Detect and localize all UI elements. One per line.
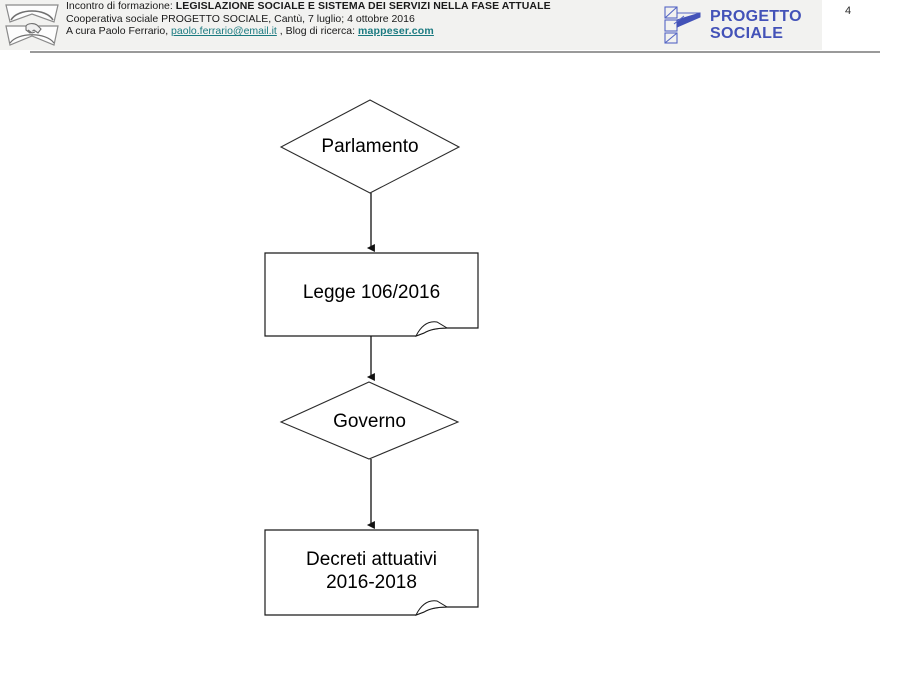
flowchart-canvas [264,99,479,616]
node-governo-diamond[interactable] [279,381,460,460]
header-text-block: Incontro di formazione: LEGISLAZIONE SOC… [66,0,636,38]
node-legge-document[interactable] [264,252,479,337]
header-divider-rule [30,51,880,53]
logo-wordmark: PROGETTO SOCIALE [710,8,802,42]
email-link[interactable]: paolo.ferrario@email.it [171,25,277,37]
header-author-line: A cura Paolo Ferrario, paolo.ferrario@em… [66,25,636,38]
handshake-book-emblem-icon [4,2,60,48]
page-number: 4 [845,5,852,17]
progetto-sociale-logo: PROGETTO SOCIALE [660,2,818,48]
node-parlamento-diamond[interactable] [279,99,461,194]
slide-header: Incontro di formazione: LEGISLAZIONE SOC… [0,0,822,50]
header-title-prefix: Incontro di formazione: [66,0,176,12]
header-title-main: LEGISLAZIONE SOCIALE E SISTEMA DEI SERVI… [175,0,551,12]
header-author-middle: , Blog di ricerca: [276,25,358,37]
header-subtitle-line: Cooperativa sociale PROGETTO SOCIALE, Ca… [66,12,415,25]
header-title-line: Incontro di formazione: LEGISLAZIONE SOC… [66,0,636,13]
blog-link[interactable]: mappeser.com [357,25,434,37]
flowchart-diagram: Parlamento Legge 106/2016 Governo Decret… [0,60,900,675]
logo-word-line1: PROGETTO [710,8,802,25]
header-author-prefix: A cura Paolo Ferrario, [66,25,172,37]
node-decreti-document[interactable] [264,529,479,616]
logo-word-line2: SOCIALE [710,25,784,42]
progetto-sociale-geometric-logo-icon [660,4,704,46]
